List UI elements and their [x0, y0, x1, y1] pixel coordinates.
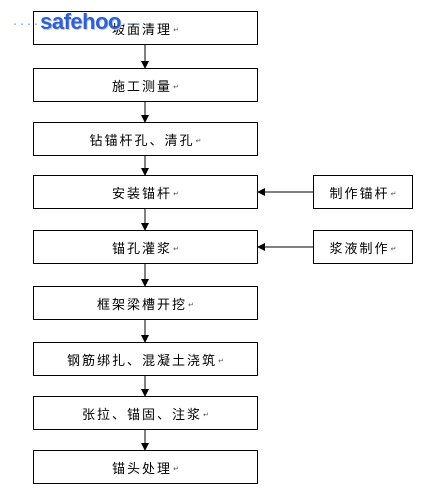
flow-step-4: 安装锚杆↵: [33, 175, 258, 209]
paragraph-mark-icon: ↵: [203, 411, 209, 419]
flow-step-1-label: 坡面清理: [112, 22, 173, 38]
paragraph-mark-icon: ↵: [173, 26, 179, 34]
flow-step-2-label: 施工测量: [112, 79, 173, 95]
paragraph-mark-icon: ↵: [390, 245, 397, 253]
side-input-1: 制作锚杆↵: [313, 175, 413, 209]
paragraph-mark-icon: ↵: [173, 83, 179, 91]
flow-step-5: 锚孔灌浆↵: [33, 230, 258, 264]
paragraph-mark-icon: ↵: [195, 137, 202, 145]
flow-step-8-label: 张拉、锚固、注浆: [82, 407, 203, 423]
flow-step-2: 施工测量↵: [33, 68, 258, 102]
flow-step-7: 钢筋绑扎、混凝土浇筑↵: [33, 342, 258, 376]
flow-step-3: 钻锚杆孔、清孔↵: [33, 122, 258, 156]
side-input-2: 浆液制作↵: [313, 230, 413, 264]
flow-step-8: 张拉、锚固、注浆↵: [33, 396, 258, 430]
flow-step-9-label: 锚头处理: [112, 461, 173, 477]
paragraph-mark-icon: ↵: [173, 245, 179, 253]
flow-step-4-label: 安装锚杆: [112, 186, 173, 202]
flow-step-6-label: 框架梁槽开挖: [97, 297, 188, 313]
side-input-1-label: 制作锚杆: [329, 186, 390, 202]
safehoo-watermark: .... safehoo ...: [12, 8, 142, 36]
flow-step-7-label: 钢筋绑扎、混凝土浇筑: [67, 353, 218, 369]
paragraph-mark-icon: ↵: [218, 357, 224, 365]
paragraph-mark-icon: ↵: [188, 301, 194, 309]
watermark-dots-right: ...: [120, 16, 143, 28]
flow-step-3-label: 钻锚杆孔、清孔: [89, 133, 195, 149]
flow-step-6: 框架梁槽开挖↵: [33, 286, 258, 320]
watermark-dots-left: ....: [12, 16, 41, 28]
flow-step-9: 锚头处理↵: [33, 450, 258, 484]
side-input-2-label: 浆液制作: [329, 241, 390, 257]
paragraph-mark-icon: ↵: [173, 465, 179, 473]
flow-step-5-label: 锚孔灌浆: [112, 241, 173, 257]
paragraph-mark-icon: ↵: [173, 190, 179, 198]
watermark-brand: safehoo: [40, 9, 121, 34]
paragraph-mark-icon: ↵: [390, 190, 397, 198]
flow-step-1: 坡面清理↵: [33, 11, 258, 45]
